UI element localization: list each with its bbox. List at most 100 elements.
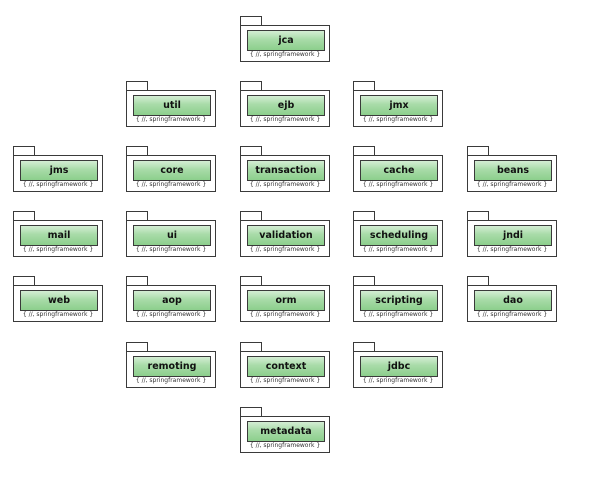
package-remoting[interactable]: remoting{ //, springframework }: [126, 342, 216, 391]
package-name: cache: [383, 164, 415, 176]
package-namespace: { //, springframework }: [249, 116, 321, 123]
package-jdbc[interactable]: jdbc { //, springframework }: [353, 342, 443, 391]
package-tab: [353, 276, 375, 286]
package-beans[interactable]: beans{ //, springframework }: [467, 146, 557, 195]
package-name: jndi: [502, 229, 524, 241]
package-name: core: [160, 164, 184, 176]
package-namespace: { //, springframework }: [476, 246, 548, 253]
package-name-box: validation: [247, 225, 325, 246]
package-tab: [240, 342, 262, 352]
package-name: web: [47, 294, 71, 306]
package-scripting[interactable]: scripting{ //, springframework }: [353, 276, 443, 325]
package-context[interactable]: context{ //, springframework }: [240, 342, 330, 391]
package-ui[interactable]: ui{ //, springframework }: [126, 211, 216, 260]
package-name: validation: [259, 229, 313, 241]
package-tab: [353, 342, 375, 352]
package-namespace: { //, springframework }: [22, 246, 94, 253]
package-body: aop{ //, springframework }: [126, 285, 216, 322]
package-body: orm{ //, springframework }: [240, 285, 330, 322]
package-name: transaction: [255, 164, 317, 176]
package-body: dao{ //, springframework }: [467, 285, 557, 322]
package-name-box: beans: [474, 160, 552, 181]
package-transaction[interactable]: transaction { //, springframework }: [240, 146, 330, 195]
package-tab: [13, 276, 35, 286]
package-namespace: { //, springframework }: [22, 181, 94, 188]
package-jmx[interactable]: jmx { //, springframework }: [353, 81, 443, 130]
package-tab: [126, 81, 148, 91]
package-tab: [240, 146, 262, 156]
package-name: beans: [496, 164, 530, 176]
package-name: dao: [503, 294, 523, 306]
package-body: ejb { //, springframework }: [240, 90, 330, 127]
package-body: scheduling { //, springframework }: [353, 220, 443, 257]
package-name-box: remoting: [133, 356, 211, 377]
package-tab: [126, 211, 148, 221]
package-dao[interactable]: dao{ //, springframework }: [467, 276, 557, 325]
package-name-box: ejb: [247, 95, 325, 116]
package-namespace: { //, springframework }: [362, 181, 434, 188]
package-tab: [467, 276, 489, 286]
package-namespace: { //, springframework }: [135, 246, 207, 253]
package-body: web{ //, springframework }: [13, 285, 103, 322]
package-tab: [240, 211, 262, 221]
package-ejb[interactable]: ejb { //, springframework }: [240, 81, 330, 130]
package-scheduling[interactable]: scheduling { //, springframework }: [353, 211, 443, 260]
package-tab: [13, 211, 35, 221]
package-namespace: { //, springframework }: [249, 181, 321, 188]
package-namespace: { //, springframework }: [249, 311, 321, 318]
package-name-box: context: [247, 356, 325, 377]
package-namespace: { //, springframework }: [249, 51, 321, 58]
package-tab: [240, 16, 262, 26]
package-name-box: core: [133, 160, 211, 181]
package-cache[interactable]: cache { //, springframework }: [353, 146, 443, 195]
package-body: transaction { //, springframework }: [240, 155, 330, 192]
package-name: mail: [47, 229, 71, 241]
package-body: jca { //, springframework }: [240, 25, 330, 62]
package-name: scheduling: [369, 229, 429, 241]
package-namespace: { //, springframework }: [135, 377, 207, 384]
package-name: aop: [162, 294, 182, 306]
package-name-box: metadata: [247, 421, 325, 442]
package-namespace: { //, springframework }: [362, 116, 434, 123]
package-body: jmx { //, springframework }: [353, 90, 443, 127]
package-jndi[interactable]: jndi { //, springframework }: [467, 211, 557, 260]
package-validation[interactable]: validation{ //, springframework }: [240, 211, 330, 260]
package-name: jmx: [389, 99, 409, 111]
package-name-box: scripting: [360, 290, 438, 311]
package-body: jdbc { //, springframework }: [353, 351, 443, 388]
package-name-box: jmx: [360, 95, 438, 116]
package-name-box: web: [20, 290, 98, 311]
package-name-box: jms: [20, 160, 98, 181]
package-name: jca: [278, 34, 294, 46]
package-namespace: { //, springframework }: [249, 442, 321, 449]
package-body: metadata{ //, springframework }: [240, 416, 330, 453]
package-tab: [126, 146, 148, 156]
package-tab: [240, 407, 262, 417]
package-core[interactable]: core{ //, springframework }: [126, 146, 216, 195]
package-web[interactable]: web{ //, springframework }: [13, 276, 103, 325]
package-util[interactable]: util{ //, springframework }: [126, 81, 216, 130]
package-jms[interactable]: jms{ //, springframework }: [13, 146, 103, 195]
package-orm[interactable]: orm{ //, springframework }: [240, 276, 330, 325]
package-tab: [13, 146, 35, 156]
package-name-box: cache: [360, 160, 438, 181]
package-mail[interactable]: mail { //, springframework }: [13, 211, 103, 260]
package-namespace: { //, springframework }: [362, 377, 434, 384]
package-name-box: scheduling: [360, 225, 438, 246]
package-name: ejb: [277, 99, 295, 111]
package-namespace: { //, springframework }: [362, 246, 434, 253]
package-tab: [353, 146, 375, 156]
package-tab: [467, 146, 489, 156]
package-tab: [467, 211, 489, 221]
package-aop[interactable]: aop{ //, springframework }: [126, 276, 216, 325]
package-name: jdbc: [387, 360, 411, 372]
package-body: context{ //, springframework }: [240, 351, 330, 388]
package-name: scripting: [375, 294, 423, 306]
package-jca[interactable]: jca { //, springframework }: [240, 16, 330, 65]
package-name-box: mail: [20, 225, 98, 246]
package-metadata[interactable]: metadata{ //, springframework }: [240, 407, 330, 456]
package-body: jms{ //, springframework }: [13, 155, 103, 192]
package-tab: [126, 276, 148, 286]
package-tab: [353, 211, 375, 221]
package-tab: [240, 81, 262, 91]
